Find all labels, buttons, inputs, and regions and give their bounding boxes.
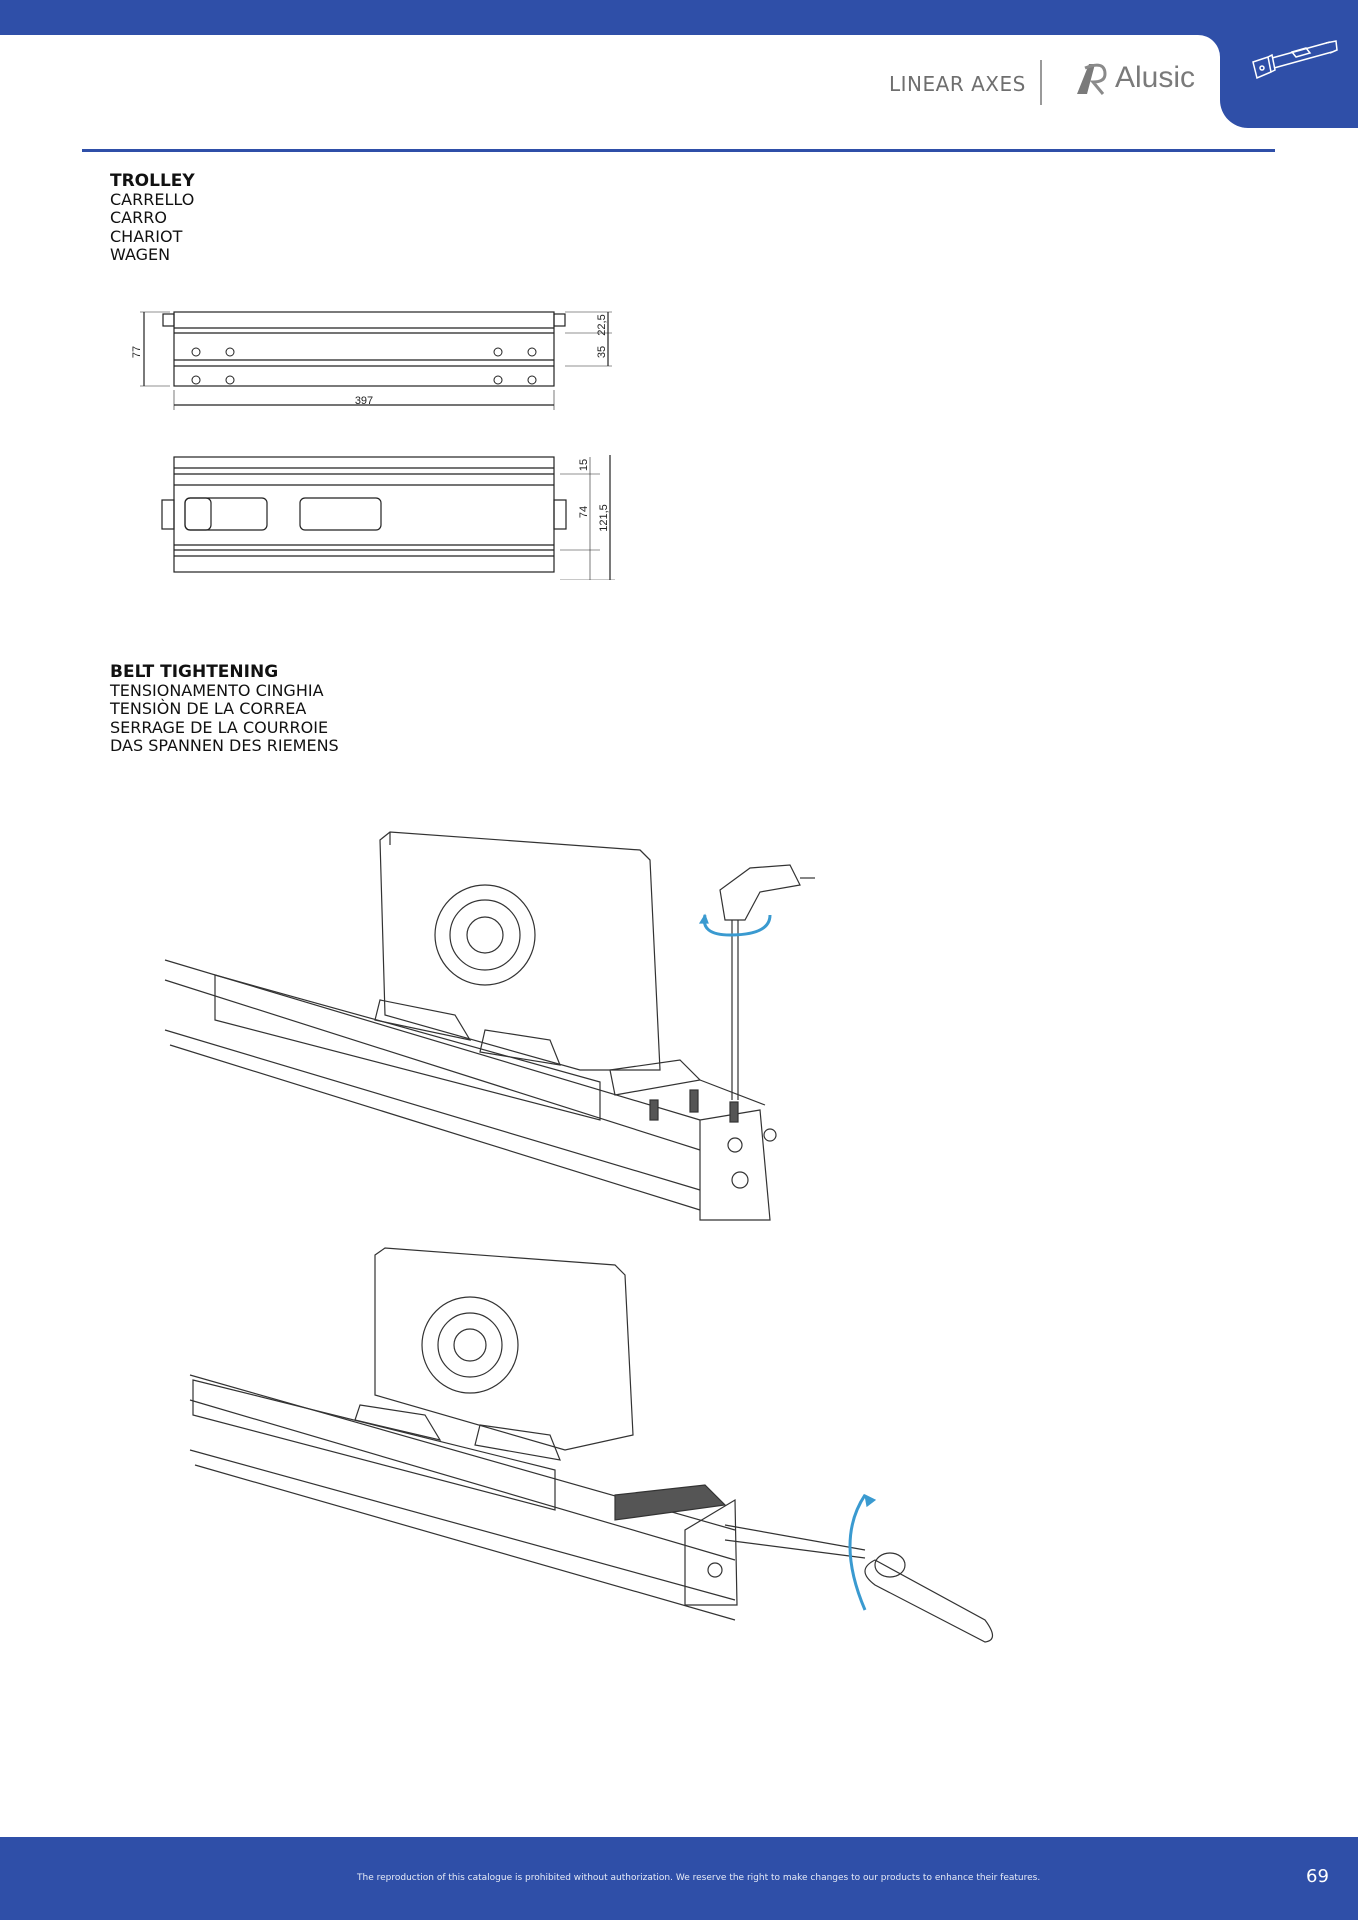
trolley-translation: CHARIOT: [110, 226, 183, 246]
footer-bar: [0, 1837, 1358, 1920]
dim-top-band: 15: [578, 459, 590, 471]
trolley-title: TROLLEY: [110, 171, 195, 191]
linear-axis-icon: [1252, 40, 1338, 80]
dim-mid: 35: [596, 346, 608, 358]
dim-length: 397: [355, 395, 373, 407]
section-label: LINEAR AXES: [889, 72, 1026, 96]
copyright-notice: The reproduction of this catalogue is pr…: [357, 1873, 1041, 1883]
belt-tightening-allen-key-illustration: [164, 831, 815, 1221]
header-divider: [1040, 60, 1042, 105]
belt-heading: BELT TIGHTENING TENSIONAMENTO CINGHIA TE…: [110, 663, 339, 756]
trolley-translation: WAGEN: [110, 245, 171, 264]
trolley-side-drawing: 397 77 22,5 35 15 74 121,5: [131, 311, 615, 580]
page-number: 69: [1306, 1866, 1329, 1887]
trolley-translation: CARRELLO: [110, 189, 195, 209]
belt-translation: DAS SPANNEN DES RIEMENS: [110, 736, 339, 755]
dim-height: 77: [131, 346, 143, 358]
belt-tightening-handle-illustration: [189, 1247, 994, 1643]
brand-logo: Alusic: [1075, 60, 1195, 96]
logo-mark-icon: [1077, 63, 1107, 95]
top-bar: [0, 0, 1358, 35]
brand-name: Alusic: [1115, 61, 1196, 94]
belt-translation: SERRAGE DE LA COURROIE: [110, 717, 329, 737]
trolley-translation: CARRO: [110, 208, 167, 227]
category-tab: [1220, 0, 1358, 128]
header-rule: [82, 149, 1275, 152]
dim-width: 121,5: [598, 504, 610, 532]
belt-translation: TENSIÒN DE LA CORREA: [110, 699, 307, 718]
belt-translation: TENSIONAMENTO CINGHIA: [110, 680, 324, 700]
dim-center: 74: [578, 506, 590, 518]
belt-title: BELT TIGHTENING: [110, 662, 279, 682]
trolley-heading: TROLLEY CARRELLO CARRO CHARIOT WAGEN: [110, 172, 195, 265]
dim-top-offset: 22,5: [596, 314, 608, 335]
header-corner: [1190, 35, 1220, 65]
